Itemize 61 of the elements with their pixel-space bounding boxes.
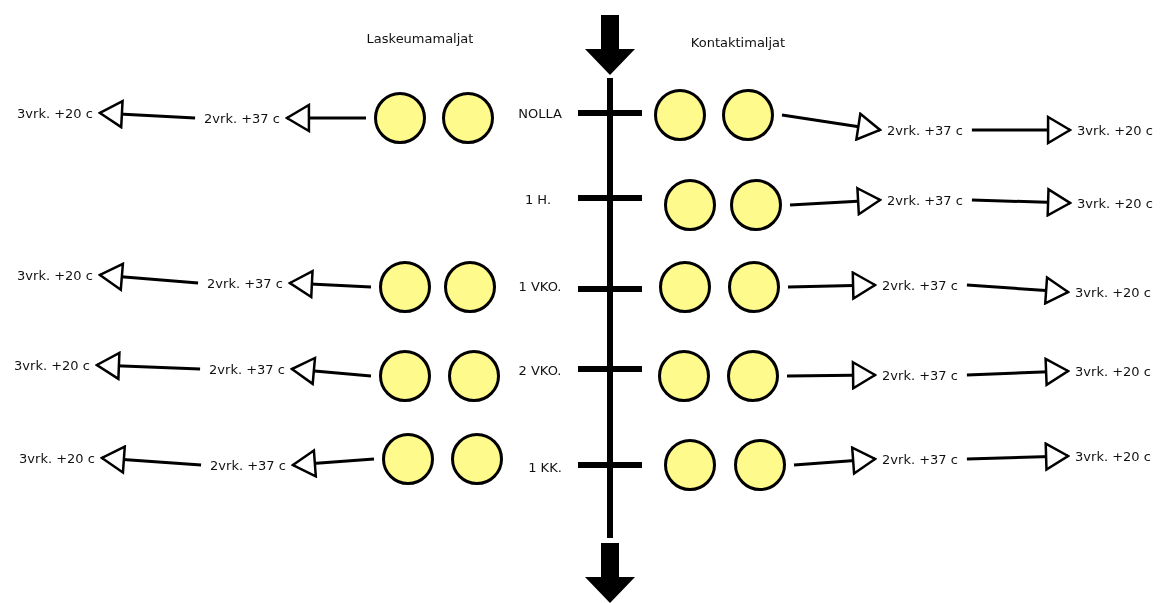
incubation-text: 2vrk. +37 c: [209, 455, 287, 475]
arrow: [787, 271, 877, 300]
arrow: [971, 188, 1072, 217]
plate-circle: [444, 261, 496, 313]
arrow: [285, 103, 366, 133]
arrow: [291, 449, 375, 478]
arrow: [793, 446, 877, 475]
plate-circle: [448, 350, 500, 402]
incubation-text: 2vrk. +37 c: [206, 273, 284, 293]
plate-circle: [442, 92, 494, 144]
arrow: [966, 276, 1070, 305]
arrow: [98, 99, 196, 129]
incubation-text: 2vrk. +37 c: [208, 359, 286, 379]
plate-circle: [664, 179, 716, 231]
arrow: [966, 357, 1070, 387]
arrow: [95, 351, 201, 381]
plate-circle: [658, 350, 710, 402]
tick-label: 1 H.: [524, 191, 552, 207]
incubation-text: 2vrk. +37 c: [881, 365, 959, 385]
tick-label: 1 VKO.: [518, 278, 562, 294]
arrow: [781, 112, 882, 141]
heading: Laskeumamaljat: [366, 30, 474, 46]
incubation-text: 3vrk. +20 c: [18, 448, 96, 468]
plate-circle: [374, 92, 426, 144]
arrow: [290, 356, 372, 386]
incubation-text: 2vrk. +37 c: [881, 449, 959, 469]
incubation-text: 3vrk. +20 c: [1074, 282, 1152, 302]
incubation-text: 3vrk. +20 c: [16, 103, 94, 123]
plate-circle: [654, 89, 706, 141]
plate-circle: [659, 261, 711, 313]
plate-circle: [382, 433, 434, 485]
incubation-text: 3vrk. +20 c: [1076, 120, 1154, 140]
plate-circle: [379, 350, 431, 402]
tick-label: 2 VKO.: [518, 362, 562, 378]
incubation-text: 3vrk. +20 c: [1074, 361, 1152, 381]
tick-label: 1 KK.: [528, 459, 562, 475]
plate-circle: [730, 179, 782, 231]
plate-circle: [722, 89, 774, 141]
incubation-text: 3vrk. +20 c: [1074, 446, 1152, 466]
incubation-text: 2vrk. +37 c: [886, 120, 964, 140]
arrow: [789, 187, 882, 216]
incubation-text: 3vrk. +20 c: [16, 265, 94, 285]
plate-circle: [727, 350, 779, 402]
plate-circle: [664, 439, 716, 491]
incubation-text: 2vrk. +37 c: [886, 190, 964, 210]
incubation-text: 2vrk. +37 c: [203, 108, 281, 128]
arrow: [98, 262, 199, 291]
arrow: [971, 115, 1072, 145]
tick-label: NOLLA: [518, 105, 562, 121]
plate-circle: [451, 433, 503, 485]
arrow: [787, 361, 877, 390]
arrow: [100, 445, 202, 474]
incubation-text: 3vrk. +20 c: [13, 355, 91, 375]
plate-circle: [728, 261, 780, 313]
plate-circle: [734, 439, 786, 491]
heading: Kontaktimaljat: [690, 34, 786, 50]
plate-circle: [379, 261, 431, 313]
arrow: [966, 442, 1070, 471]
arrow: [288, 269, 372, 299]
incubation-text: 2vrk. +37 c: [881, 275, 959, 295]
incubation-text: 3vrk. +20 c: [1076, 193, 1154, 213]
